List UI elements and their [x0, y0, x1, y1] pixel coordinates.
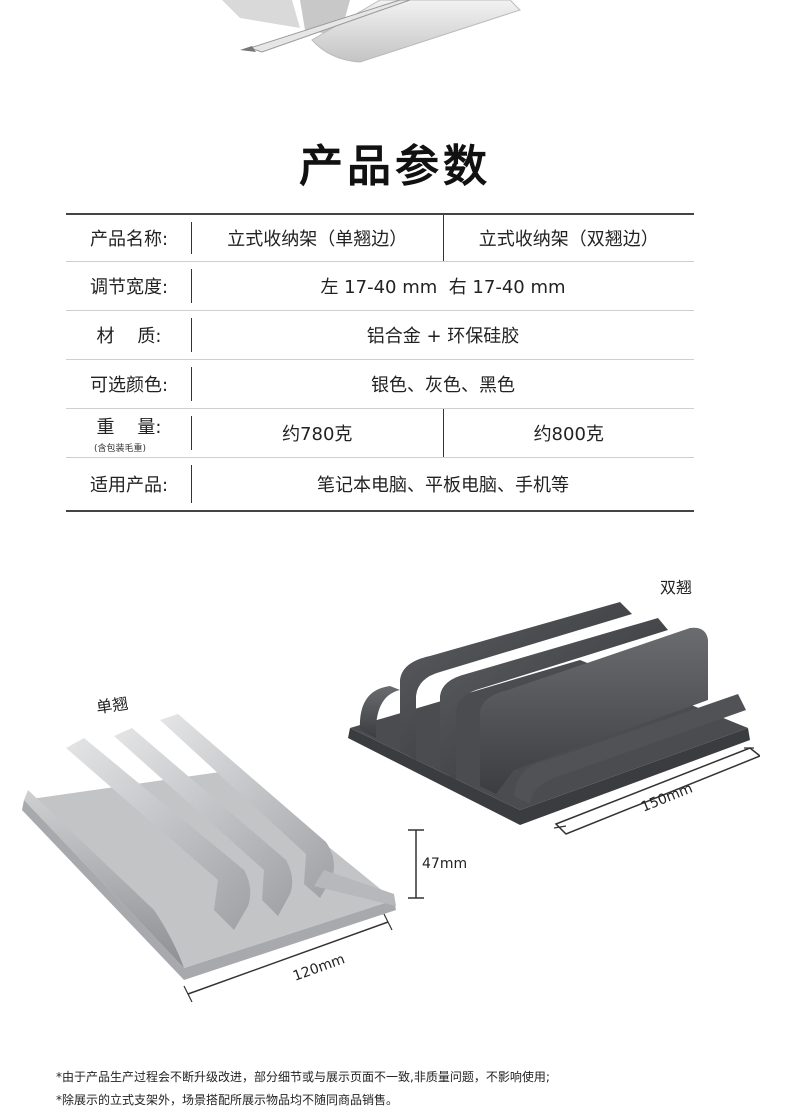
spec-value: 约800克 [533, 424, 604, 445]
spec-table: 产品名称: 立式收纳架（单翘边） 立式收纳架（双翘边） 调节宽度: 左 17-4… [66, 213, 694, 512]
spec-value: 立式收纳架（双翘边） [478, 229, 659, 250]
spec-label-text: 重 量: [96, 416, 162, 438]
spec-label: 可选颜色: [66, 360, 192, 408]
spec-label: 产品名称: [66, 215, 192, 261]
footnotes: *由于产品生产过程会不断升级改进，部分细节或与展示页面不一致,非质量问题，不影响… [56, 1066, 550, 1112]
footnote: *除展示的立式支架外，场景搭配所展示物品均不随同商品销售。 [56, 1093, 399, 1107]
page-title: 产品参数 [299, 141, 491, 192]
height-dimension-line [408, 829, 424, 899]
spec-value: 左 17-40 mm 右 17-40 mm [320, 277, 566, 298]
single-wing-label: 单翘 [95, 693, 130, 718]
spec-sublabel: (含包装毛重) [94, 443, 147, 454]
spec-value: 银色、灰色、黑色 [371, 375, 515, 396]
spec-row-material: 材 质: 铝合金 + 环保硅胶 [66, 311, 694, 360]
footnote: *由于产品生产过程会不断升级改进，部分细节或与展示页面不一致,非质量问题，不影响… [56, 1070, 550, 1084]
product-photo-top [222, 0, 521, 63]
spec-row-color: 可选颜色: 银色、灰色、黑色 [66, 360, 694, 409]
spec-label: 材 质: [66, 311, 192, 359]
spec-row-usage: 适用产品: 笔记本电脑、平板电脑、手机等 [66, 458, 694, 512]
height-47-dimension: 47mm [422, 856, 468, 872]
single-wing-stand-photo [22, 714, 396, 1003]
spec-label: 适用产品: [66, 458, 192, 510]
spec-value: 约780克 [192, 409, 444, 457]
spec-value: 立式收纳架（单翘边） [192, 215, 444, 261]
spec-label: 调节宽度: [66, 262, 192, 310]
double-wing-label: 双翘 [660, 578, 693, 597]
spec-label: 重 量: (含包装毛重) [66, 409, 192, 457]
spec-row-name: 产品名称: 立式收纳架（单翘边） 立式收纳架（双翘边） [66, 213, 694, 262]
spec-value: 笔记本电脑、平板电脑、手机等 [317, 475, 569, 496]
spec-row-weight: 重 量: (含包装毛重) 约780克 约800克 [66, 409, 694, 458]
spec-row-width: 调节宽度: 左 17-40 mm 右 17-40 mm [66, 262, 694, 311]
double-wing-stand-photo [348, 602, 760, 835]
spec-value: 铝合金 + 环保硅胶 [366, 326, 520, 347]
